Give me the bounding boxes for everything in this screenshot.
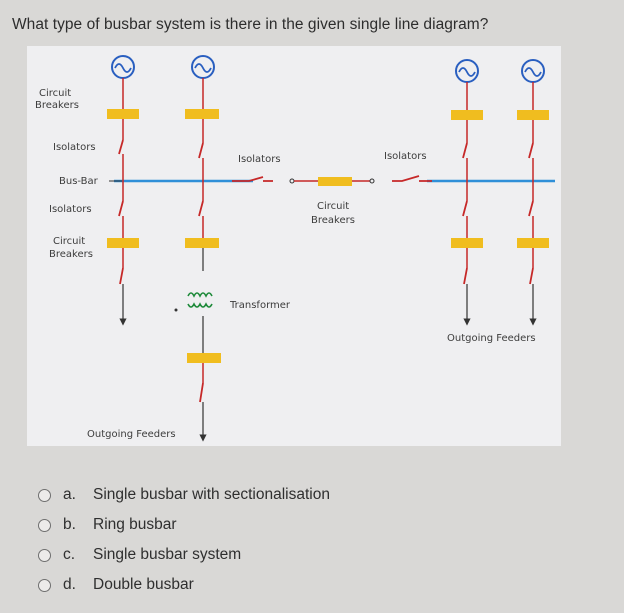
option-b[interactable]: b. Ring busbar xyxy=(38,510,330,540)
circuit-breaker xyxy=(517,110,549,120)
circuit-breaker xyxy=(185,109,219,119)
single-line-diagram: Circuit Breakers Isolators Bus-Bar Isola… xyxy=(27,46,561,446)
option-letter: a. xyxy=(63,486,76,503)
label-bus-bar: Bus-Bar xyxy=(59,176,99,187)
option-letter: d. xyxy=(63,576,76,593)
label-circuit-breakers-mid-1: Circuit xyxy=(317,201,349,212)
diagram-svg: Circuit Breakers Isolators Bus-Bar Isola… xyxy=(35,55,555,442)
label-circuit-breakers-mid-2: Breakers xyxy=(311,215,355,226)
label-circuit-breakers-bottom-1: Circuit xyxy=(53,236,85,247)
circuit-breaker xyxy=(517,238,549,248)
isolator-mid-symbol xyxy=(232,176,273,182)
circuit-breaker xyxy=(107,109,139,119)
circuit-breaker xyxy=(185,238,219,248)
label-circuit-breakers-top-1: Circuit xyxy=(39,88,71,99)
transformer-icon xyxy=(187,292,213,298)
radio-button[interactable] xyxy=(38,518,51,532)
radio-button[interactable] xyxy=(38,578,51,592)
label-transformer: Transformer xyxy=(229,300,291,311)
option-letter: b. xyxy=(63,516,76,533)
radio-button[interactable] xyxy=(38,548,51,562)
option-text: Double busbar xyxy=(93,576,194,593)
circuit-breaker xyxy=(451,110,483,120)
option-a[interactable]: a. Single busbar with sectionalisation xyxy=(38,480,330,510)
label-circuit-breakers-bottom-2: Breakers xyxy=(49,249,93,260)
circuit-breaker xyxy=(107,238,139,248)
feeder-left-1 xyxy=(107,55,139,326)
option-text: Ring busbar xyxy=(93,516,177,533)
label-outgoing-feeders-right: Outgoing Feeders xyxy=(447,333,536,344)
circuit-breaker xyxy=(451,238,483,248)
label-isolators-left-top: Isolators xyxy=(53,142,96,153)
option-letter: c. xyxy=(63,546,76,563)
question-text: What type of busbar system is there in t… xyxy=(12,16,489,33)
answer-options: a. Single busbar with sectionalisation b… xyxy=(38,480,330,600)
section-node-right xyxy=(369,178,375,184)
feeder-right-2 xyxy=(517,59,549,326)
feeder-left-2 xyxy=(174,55,221,442)
circuit-breaker xyxy=(187,353,221,363)
label-isolators-right: Isolators xyxy=(384,151,427,162)
label-circuit-breakers-top-2: Breakers xyxy=(35,100,79,111)
option-text: Single busbar system xyxy=(93,546,242,563)
label-isolators-mid: Isolators xyxy=(238,154,281,165)
label-outgoing-feeders-left: Outgoing Feeders xyxy=(87,429,176,440)
option-text: Single busbar with sectionalisation xyxy=(93,486,330,503)
section-circuit-breaker xyxy=(318,177,352,186)
option-d[interactable]: d. Double busbar xyxy=(38,570,330,600)
option-c[interactable]: c. Single busbar system xyxy=(38,540,330,570)
radio-button[interactable] xyxy=(38,488,51,502)
isolator-right-symbol xyxy=(392,175,432,182)
section-node-left xyxy=(289,178,295,184)
label-isolators-left-bottom: Isolators xyxy=(49,204,92,215)
feeder-right-1 xyxy=(451,59,483,326)
